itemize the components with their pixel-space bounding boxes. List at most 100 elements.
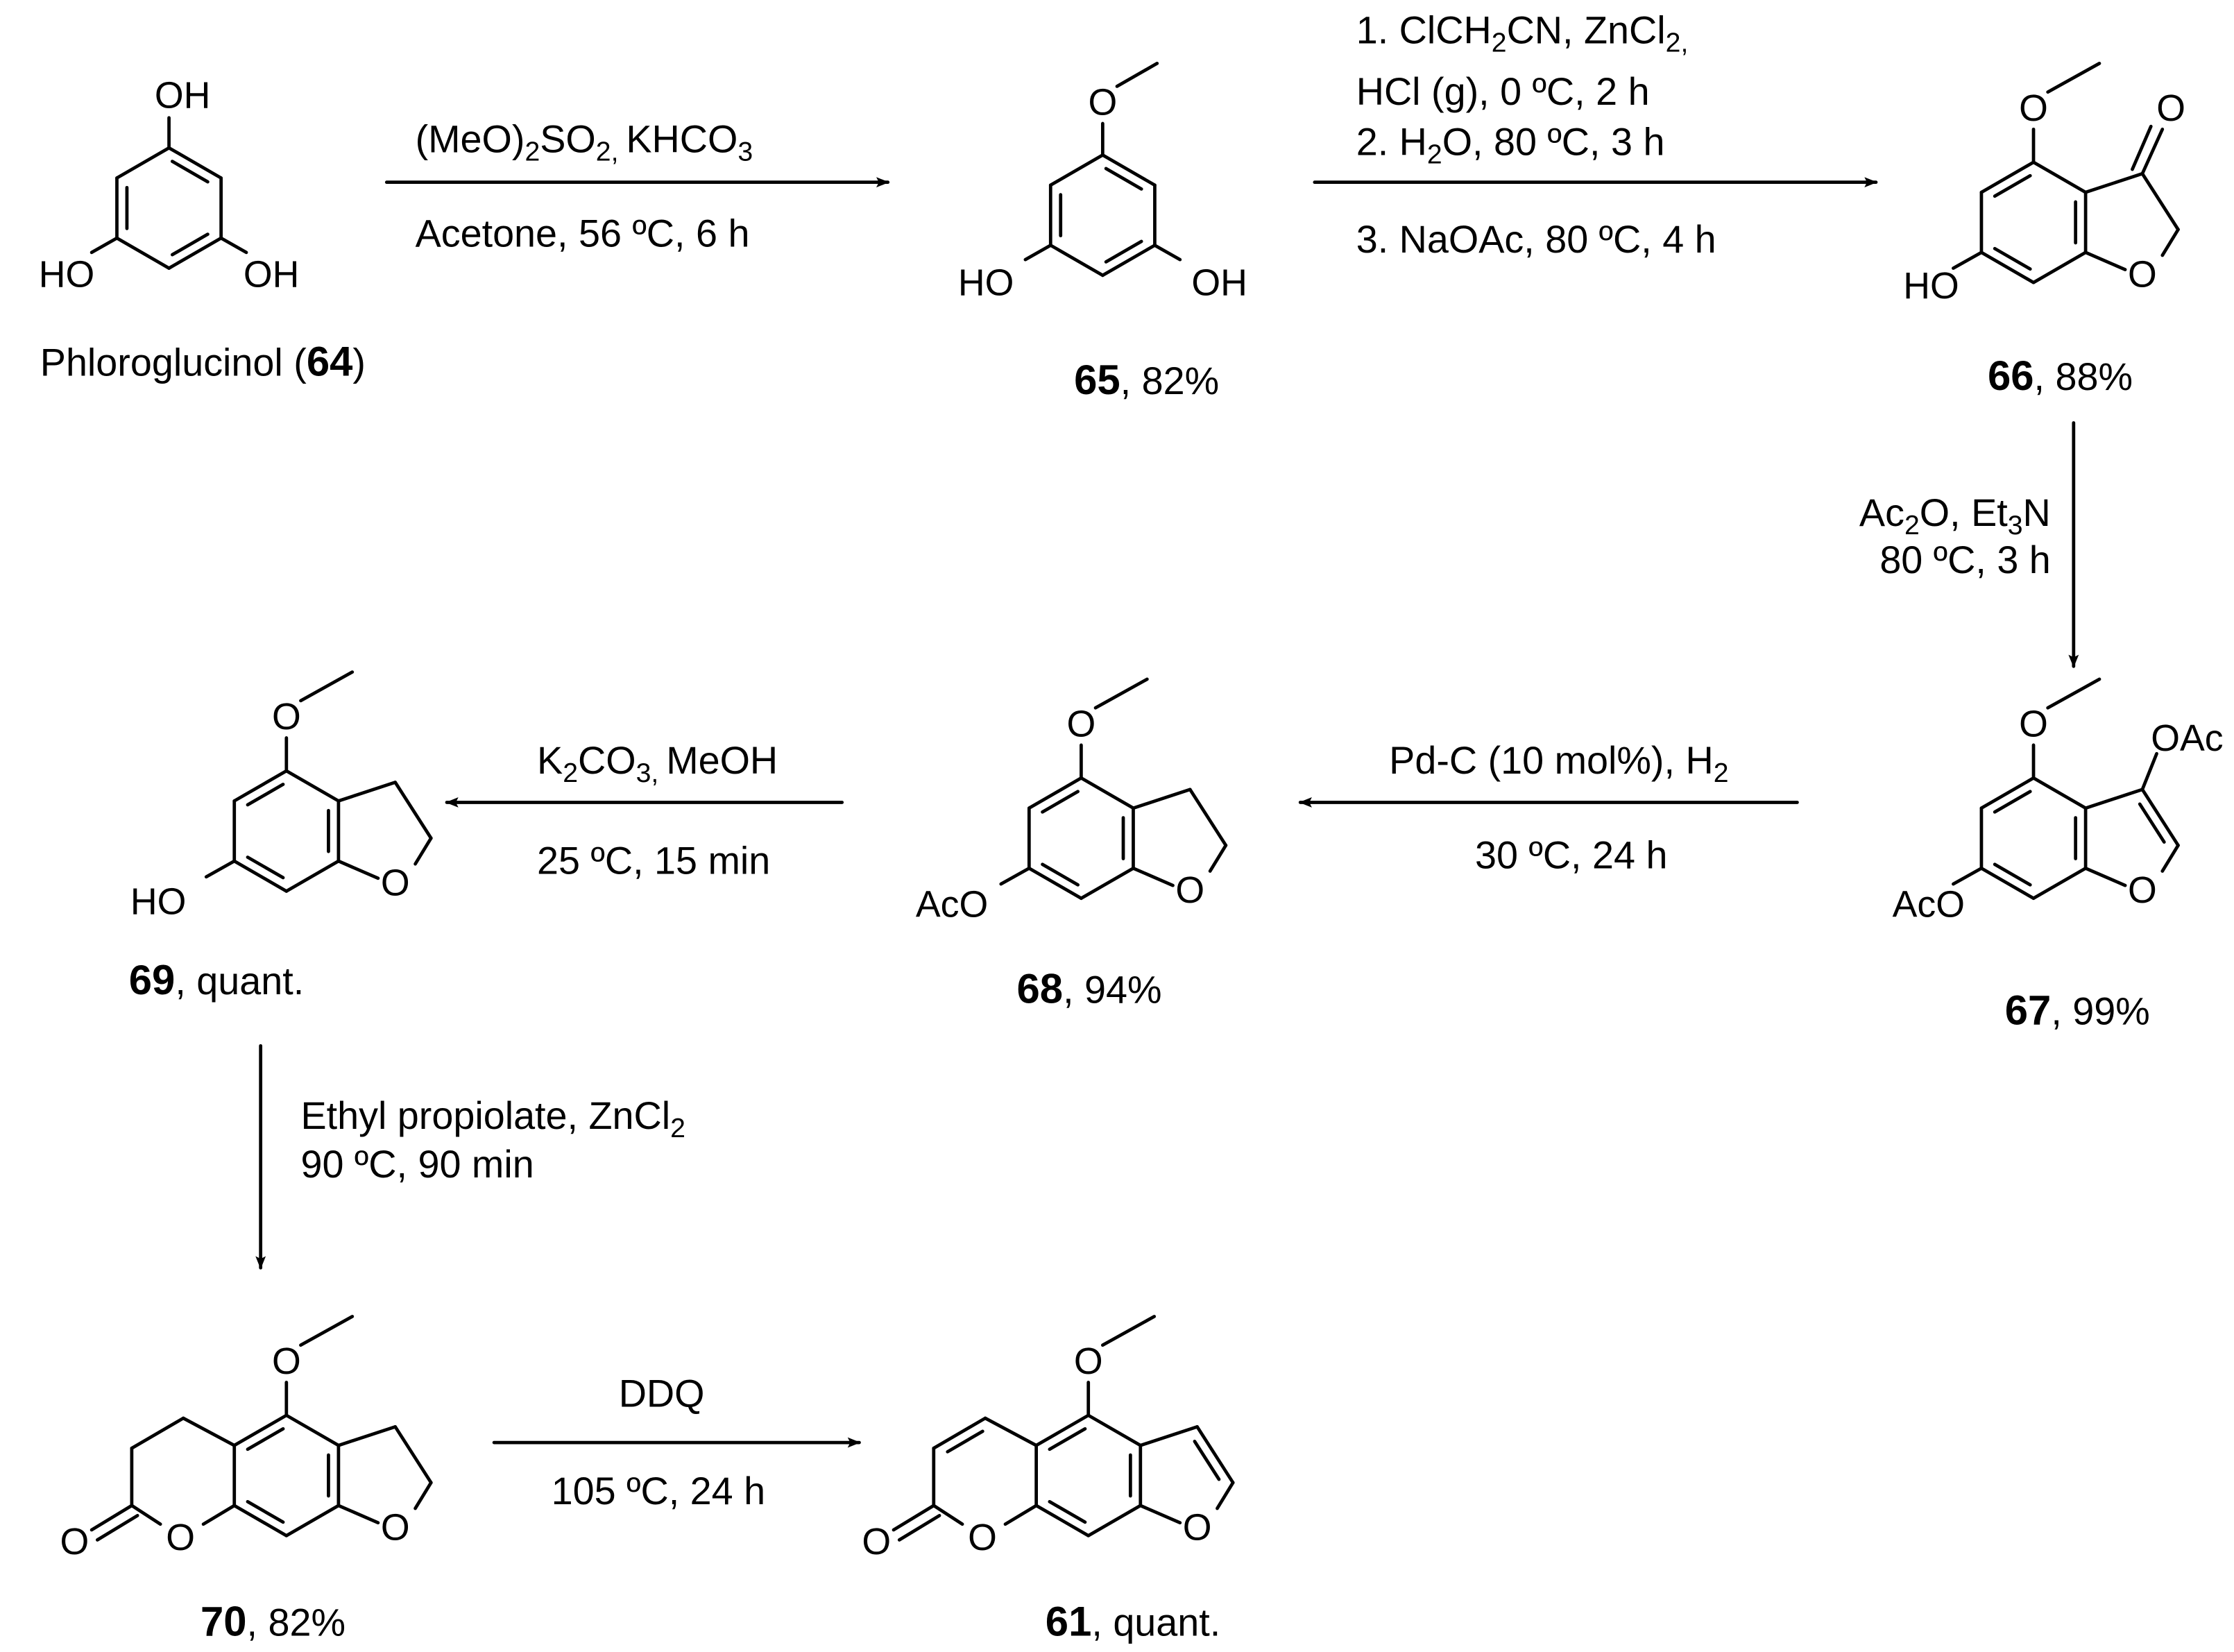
bond	[1034, 1413, 1091, 1447]
reagent-text: 3. NaOAc, 80 ºC, 4 h	[1356, 218, 1716, 261]
double-bond	[1041, 862, 1080, 887]
compound-label: 61, quant.	[1046, 1599, 1220, 1645]
bond	[1195, 1425, 1235, 1485]
compound-number: 65	[1074, 357, 1120, 403]
bond	[201, 1504, 237, 1526]
bond	[130, 1504, 162, 1526]
bond	[1153, 244, 1182, 262]
double-bond	[946, 1429, 984, 1454]
bond	[2031, 160, 2088, 194]
bond	[299, 670, 355, 703]
compound-label: 65, 82%	[1074, 357, 1219, 403]
subscript: 2	[1714, 758, 1729, 788]
reagent-segment: K	[537, 739, 563, 782]
bond	[393, 1425, 433, 1485]
compound-yield: , quant.	[1091, 1601, 1220, 1644]
bond	[2083, 250, 2127, 271]
bond	[2031, 776, 2088, 810]
atom-label: O	[381, 862, 410, 904]
bond	[1952, 867, 1984, 886]
reagent-segment: 105 ºC, 24 h	[552, 1470, 765, 1513]
double-bond	[1041, 790, 1080, 814]
subscript: 3	[737, 137, 753, 167]
reagent-segment: CN, ZnCl	[1507, 8, 1666, 51]
bond	[167, 146, 223, 180]
bond	[284, 1413, 341, 1447]
reagent-text: Ac2O, Et3N	[1859, 491, 2051, 540]
double-bond	[246, 1427, 285, 1451]
reagent-segment: 2. H	[1356, 120, 1427, 163]
bond	[232, 1504, 289, 1538]
double-bond	[1993, 790, 2032, 814]
bond	[2083, 787, 2145, 810]
reagent-text: 80 ºC, 3 h	[1879, 538, 2050, 581]
bond	[284, 1504, 341, 1538]
bond	[1100, 1315, 1157, 1347]
bond	[89, 1504, 134, 1532]
bond	[393, 781, 433, 840]
reagent-segment: KHCO	[626, 117, 737, 160]
atom-label: O	[1074, 1340, 1103, 1382]
reagent-segment: 90 ºC, 90 min	[300, 1143, 534, 1186]
compound-number: 67	[2005, 987, 2052, 1033]
subscript: 2	[670, 1114, 685, 1143]
atom-label: O	[862, 1521, 891, 1562]
bond	[1080, 867, 1135, 901]
bond	[932, 1504, 964, 1526]
bond	[1048, 153, 1105, 187]
atom-label: HO	[958, 262, 1014, 304]
bond	[336, 1504, 380, 1525]
double-bond	[246, 855, 285, 880]
bond	[2031, 250, 2088, 284]
bond	[115, 236, 171, 270]
bond	[2031, 867, 2088, 901]
reagent-text: 1. ClCH2CN, ZnCl2,	[1356, 8, 1689, 58]
compound-yield: , 88%	[2034, 355, 2133, 398]
reagent-text: 30 ºC, 24 h	[1475, 833, 1667, 876]
reagent-segment: (MeO)	[416, 117, 525, 160]
bond	[95, 1513, 139, 1542]
atom-label: HO	[1903, 265, 1959, 307]
reagent-segment: 1. ClCH	[1356, 8, 1492, 51]
bond	[219, 236, 248, 255]
reagent-text: Pd-C (10 mol%), H2	[1389, 739, 1728, 788]
bond	[413, 1481, 433, 1510]
reagent-segment: 25 ºC, 15 min	[537, 840, 770, 883]
bond	[284, 769, 341, 803]
bond	[1979, 250, 2036, 284]
reagent-segment: O, 80 ºC, 3 h	[1442, 120, 1665, 163]
bond	[130, 1416, 185, 1450]
bond	[1979, 867, 2036, 901]
double-bond	[1048, 1427, 1087, 1451]
bond	[1208, 843, 1228, 873]
reagent-segment: CO	[578, 739, 636, 782]
reagent-segment: Ethyl propiolate, ZnCl	[300, 1094, 670, 1137]
double-bond	[246, 1499, 285, 1524]
subscript: 2	[525, 137, 540, 167]
double-bond	[170, 232, 210, 257]
reagent-text: K2CO3, MeOH	[537, 739, 778, 788]
atom-label: OH	[155, 74, 210, 116]
bond	[167, 236, 223, 270]
double-bond	[1048, 1499, 1087, 1524]
bond	[932, 1416, 987, 1450]
reagent-segment: SO	[540, 117, 596, 160]
bond	[299, 1315, 355, 1347]
subscript: 2,	[596, 137, 626, 167]
bond	[413, 836, 433, 866]
atom-label: O	[1183, 1506, 1212, 1548]
reagent-segment: MeOH	[666, 739, 778, 782]
reagent-text: (MeO)2SO2, KHCO3	[416, 117, 753, 167]
bond	[1139, 1425, 1199, 1447]
atom-label: O	[60, 1521, 89, 1562]
compound-label: 70, 82%	[201, 1599, 346, 1645]
atom-label: AcO	[916, 884, 988, 926]
reagent-segment: N	[2023, 491, 2051, 534]
compound-number: 61	[1046, 1599, 1092, 1645]
bond	[1048, 244, 1105, 278]
bond	[232, 769, 289, 803]
bond	[2083, 867, 2127, 887]
bond	[897, 1513, 941, 1542]
bond	[1952, 250, 1984, 270]
